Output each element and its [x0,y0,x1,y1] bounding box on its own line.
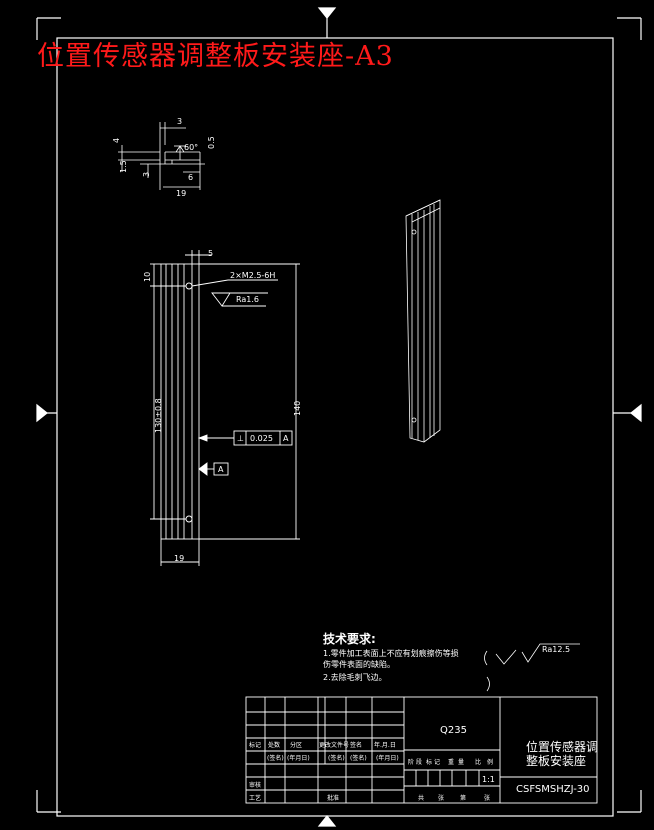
section-dim-3: 3 [177,117,182,126]
tech-heading: 技术要求: [323,631,376,646]
section-dim-texts: 3 4 60° 0.5 1.5 3 6 19 [112,117,216,198]
hole-note: 2×M2.5-6H [230,271,275,280]
tb-process-label: 工艺 [249,794,261,802]
tolerance-datum: A [283,434,289,443]
front-dim-5: 5 [208,249,213,258]
roughness-ra16: Ra1.6 [236,295,259,304]
section-dim-1-5: 1.5 [119,160,128,173]
tb-header-2: 分区 [290,741,302,749]
tb-header-1: 处数 [268,741,280,749]
isometric-view [405,199,441,443]
section-view [118,122,205,190]
tb-stage-1: 段 [416,758,422,766]
tb-stage-7: 例 [487,758,493,766]
title-block-texts: 标记 处数 分区 更改文件号 签名 年.月.日 (签名) (年月日) (签名) … [249,741,493,802]
tb-header-5: 年.月.日 [374,741,396,749]
tb-sub-2: (签名) [328,754,345,762]
front-dim-10: 10 [143,272,152,282]
tb-sub-0: (签名) [267,754,284,762]
tech-line-1: 1.零件加工表面上不应有划痕擦伤等损 [323,648,459,658]
section-dim-4: 4 [112,138,121,143]
tb-sheet-3: 张 [484,794,490,802]
section-dim-19: 19 [176,189,186,198]
tb-stage-5: 量 [458,759,464,766]
tb-sheet-2: 第 [460,794,466,802]
datum-label: A [218,465,224,474]
tb-stage-6: 比 [475,758,481,766]
tech-requirements: 技术要求: 1.零件加工表面上不应有划痕擦伤等损 伤零件表面的缺陷。 2.去除毛… [323,631,459,682]
front-dim-130: 130±0.8 [154,398,163,433]
tb-header-0: 标记 [249,741,261,749]
tech-line-2: 伤零件表面的缺陷。 [323,659,395,669]
tb-sub-1: (年月日) [287,754,310,762]
tolerance-value: 0.025 [250,434,273,443]
general-roughness-value: Ra12.5 [542,645,570,654]
front-dim-19: 19 [174,554,184,563]
general-roughness [484,643,580,692]
tolerance-symbol: ⊥ [237,434,244,443]
front-dim-140: 140 [293,401,302,416]
sheet-border [36,7,642,827]
tb-stage-2: 标 [426,758,432,766]
tb-sub-4: (年月日) [376,754,399,762]
tech-line-3: 2.去除毛刺飞边。 [323,672,387,682]
tb-header-4: 签名 [350,741,362,749]
tb-stage-3: 记 [434,759,440,766]
tb-header-3: 更改文件号 [319,741,349,749]
tb-stage-4: 重 [448,758,454,766]
front-view [150,250,300,566]
tb-sub-3: (签名) [350,754,367,762]
section-dim-angle: 60° [184,143,198,152]
section-dim-0-5: 0.5 [207,136,216,149]
tb-sheet-1: 张 [438,794,444,802]
tb-review-label: 审核 [249,781,261,789]
title-block [245,696,598,804]
section-dim-6: 6 [188,173,193,182]
tb-stage-0: 阶 [408,758,414,766]
front-view-texts: 5 10 130±0.8 140 19 2×M2.5-6H Ra1.6 ⊥ 0.… [143,249,302,563]
section-dim-3b: 3 [142,172,151,177]
part-name-line-2: 整板安装座 [526,753,586,768]
tb-approve-label: 批准 [327,794,339,802]
material-text: Q235 [440,725,467,736]
scale-text: 1:1 [482,775,495,784]
part-name-line-1: 位置传感器调 [526,739,598,754]
drawing-title: 位置传感器调整板安装座-A3 [37,41,394,72]
tb-sheet-0: 共 [418,794,424,802]
drawing-number: CSFSMSHZJ-30 [516,784,590,795]
